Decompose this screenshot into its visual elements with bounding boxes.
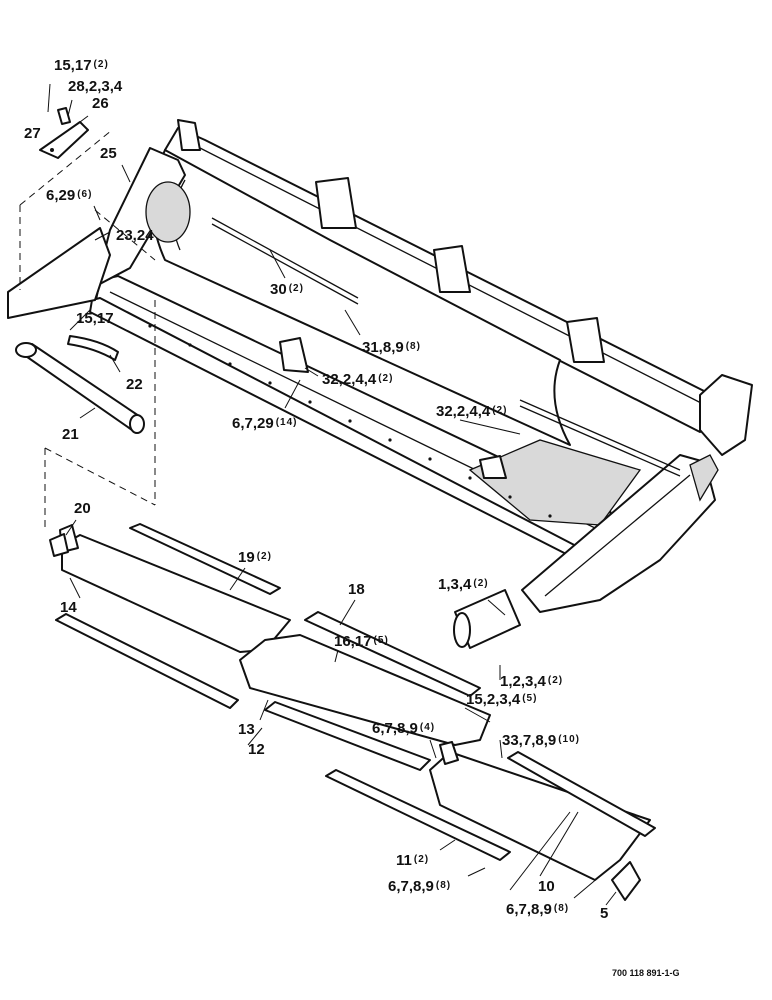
callout-27: 27 bbox=[24, 125, 41, 142]
callout-20: 20 bbox=[74, 500, 91, 517]
callout-6-7-29: 6,7,29(14) bbox=[232, 415, 298, 432]
callout-31-8-9: 31,8,9(8) bbox=[362, 339, 421, 356]
callout-1-3-4: 1,3,4(2) bbox=[438, 576, 489, 593]
callout-23-24: 23,24 bbox=[116, 227, 154, 244]
callout-10: 10 bbox=[538, 878, 555, 895]
callout-1-2-3-4: 1,2,3,4(2) bbox=[500, 673, 564, 690]
callout-14: 14 bbox=[60, 599, 77, 616]
sleeve bbox=[453, 589, 521, 649]
main-frame bbox=[89, 119, 753, 613]
strip-11 bbox=[55, 613, 511, 861]
callout-32-2-4-4-right: 32,2,4,4(2) bbox=[436, 403, 508, 420]
drawing-code: 700 118 891-1-G bbox=[612, 968, 680, 978]
callout-11: 11(2) bbox=[396, 852, 430, 869]
callout-15-2-3-4: 15,2,3,4(5) bbox=[466, 691, 538, 708]
callout-12: 12 bbox=[248, 741, 265, 758]
strip-12 bbox=[264, 701, 431, 771]
callout-33-7-8-9: 33,7,8,9(10) bbox=[502, 732, 581, 749]
callout-13: 13 bbox=[238, 721, 255, 738]
callout-32-2-4-4-mid: 32,2,4,4(2) bbox=[322, 371, 394, 388]
callout-5: 5 bbox=[600, 905, 609, 922]
panel-13 bbox=[239, 611, 491, 746]
callout-15-17-mid: 15,17 bbox=[76, 310, 114, 327]
bracket-20 bbox=[49, 533, 69, 557]
callout-19: 19(2) bbox=[238, 549, 272, 566]
tube bbox=[15, 342, 145, 434]
hose bbox=[67, 335, 119, 361]
side-shield bbox=[7, 129, 113, 319]
callout-28-2-3-4: 28,2,3,4 bbox=[68, 78, 123, 95]
left-bracket-assembly bbox=[39, 83, 89, 159]
callout-16-17: 16,17(5) bbox=[334, 633, 389, 650]
mounting-holes bbox=[148, 324, 552, 518]
reference-lines bbox=[44, 209, 156, 530]
callout-6-7-8-9-lower: 6,7,8,9(8) bbox=[388, 878, 452, 895]
callout-26: 26 bbox=[92, 95, 109, 112]
leader-lines bbox=[65, 164, 617, 906]
callout-6-7-8-9-upper: 6,7,8,9(4) bbox=[372, 720, 436, 737]
end-bracket-5 bbox=[611, 861, 641, 901]
callout-30: 30(2) bbox=[270, 281, 304, 298]
callout-21: 21 bbox=[62, 426, 79, 443]
panel-10 bbox=[429, 741, 656, 881]
callout-6-29: 6,29(6) bbox=[46, 187, 93, 204]
callout-15-17-top: 15,17(2) bbox=[54, 57, 109, 74]
callout-6-7-8-9-right: 6,7,8,9(8) bbox=[506, 901, 570, 918]
callout-25: 25 bbox=[100, 145, 117, 162]
callout-22: 22 bbox=[126, 376, 143, 393]
callout-18: 18 bbox=[348, 581, 365, 598]
